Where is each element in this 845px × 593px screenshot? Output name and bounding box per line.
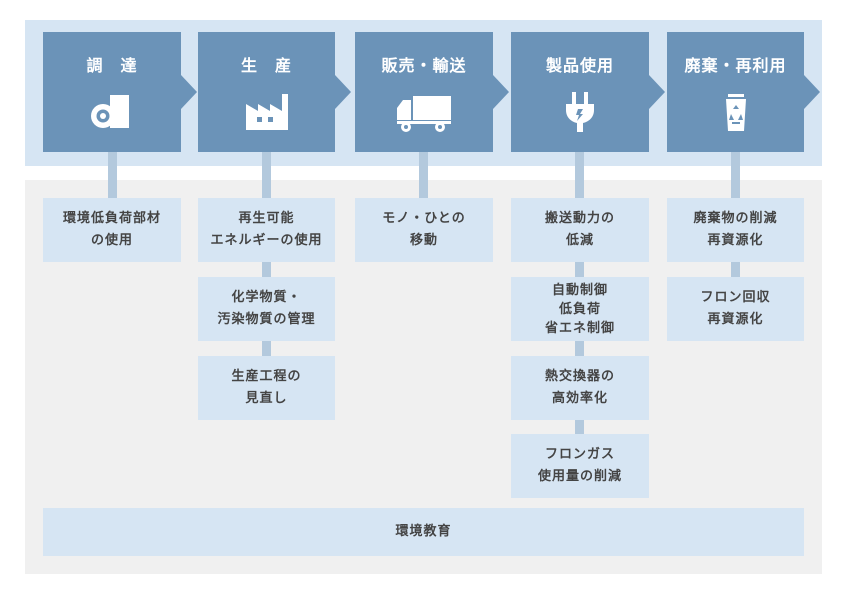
stage-disposal-reuse: 廃棄・再利用: [667, 32, 804, 152]
truck-icon: [355, 90, 493, 134]
card-line: 移動: [409, 233, 438, 248]
stage-title: 調 達: [86, 56, 138, 75]
connector: [419, 152, 428, 202]
card-line: の使用: [90, 233, 133, 248]
measure-card: 化学物質・ 汚染物質の管理: [198, 277, 335, 341]
card-line: 搬送動力の: [544, 211, 615, 226]
card-line: 生産工程の: [231, 369, 302, 384]
card-line: フロンガス: [544, 447, 615, 462]
measure-card: フロンガス 使用量の削減: [511, 434, 649, 498]
card-line: 再資源化: [707, 312, 764, 327]
stage-title: 生 産: [240, 56, 292, 75]
stage-title: 廃棄・再利用: [684, 56, 787, 75]
card-line: 見直し: [245, 391, 288, 406]
stage-procurement: 調 達: [43, 32, 181, 152]
factory-icon: [198, 90, 335, 134]
recycle-bin-icon: [667, 90, 804, 134]
stage-title: 製品使用: [545, 56, 614, 75]
card-line: 省エネ制御: [544, 320, 615, 336]
stage-production: 生 産: [198, 32, 335, 152]
card-line: エネルギーの使用: [210, 233, 323, 248]
measure-card: 搬送動力の 低減: [511, 198, 649, 262]
material-roll-icon: [43, 90, 181, 134]
flow-arrow: [493, 75, 509, 109]
card-line: 環境低負荷部材: [62, 211, 161, 226]
measure-card: フロン回収 再資源化: [667, 277, 804, 341]
connector: [108, 152, 117, 202]
card-line: 低負荷: [558, 301, 601, 317]
measure-card: 熱交換器の 高効率化: [511, 356, 649, 420]
plug-icon: [511, 90, 649, 134]
card-line: モノ・ひとの: [382, 211, 466, 226]
card-line: 廃棄物の削減: [693, 211, 778, 226]
measure-card: 生産工程の 見直し: [198, 356, 335, 420]
card-line: 化学物質・: [231, 290, 302, 305]
measure-card: 再生可能 エネルギーの使用: [198, 198, 335, 262]
flow-arrow: [804, 75, 820, 109]
measure-card: 廃棄物の削減 再資源化: [667, 198, 804, 262]
card-line: 自動制御: [551, 282, 608, 298]
card-line: 再資源化: [707, 233, 764, 248]
environmental-education-bar: 環境教育: [43, 508, 804, 556]
measure-card: モノ・ひとの 移動: [355, 198, 493, 262]
stage-product-use: 製品使用: [511, 32, 649, 152]
card-line: フロン回収: [700, 290, 771, 305]
card-line: 高効率化: [551, 391, 608, 406]
stage-title: 販売・輸送: [381, 56, 467, 75]
stage-sales-transport: 販売・輸送: [355, 32, 493, 152]
card-line: 汚染物質の管理: [217, 312, 316, 327]
card-line: 熱交換器の: [544, 369, 615, 384]
flow-arrow: [649, 75, 665, 109]
card-line: 低減: [565, 233, 594, 248]
card-line: 再生可能: [238, 211, 295, 226]
measure-card: 自動制御 低負荷 省エネ制御: [511, 277, 649, 341]
card-line: 使用量の削減: [537, 469, 622, 484]
flow-arrow: [335, 75, 351, 109]
flow-arrow: [181, 75, 197, 109]
measure-card: 環境低負荷部材 の使用: [43, 198, 181, 262]
footer-label: 環境教育: [395, 524, 452, 539]
